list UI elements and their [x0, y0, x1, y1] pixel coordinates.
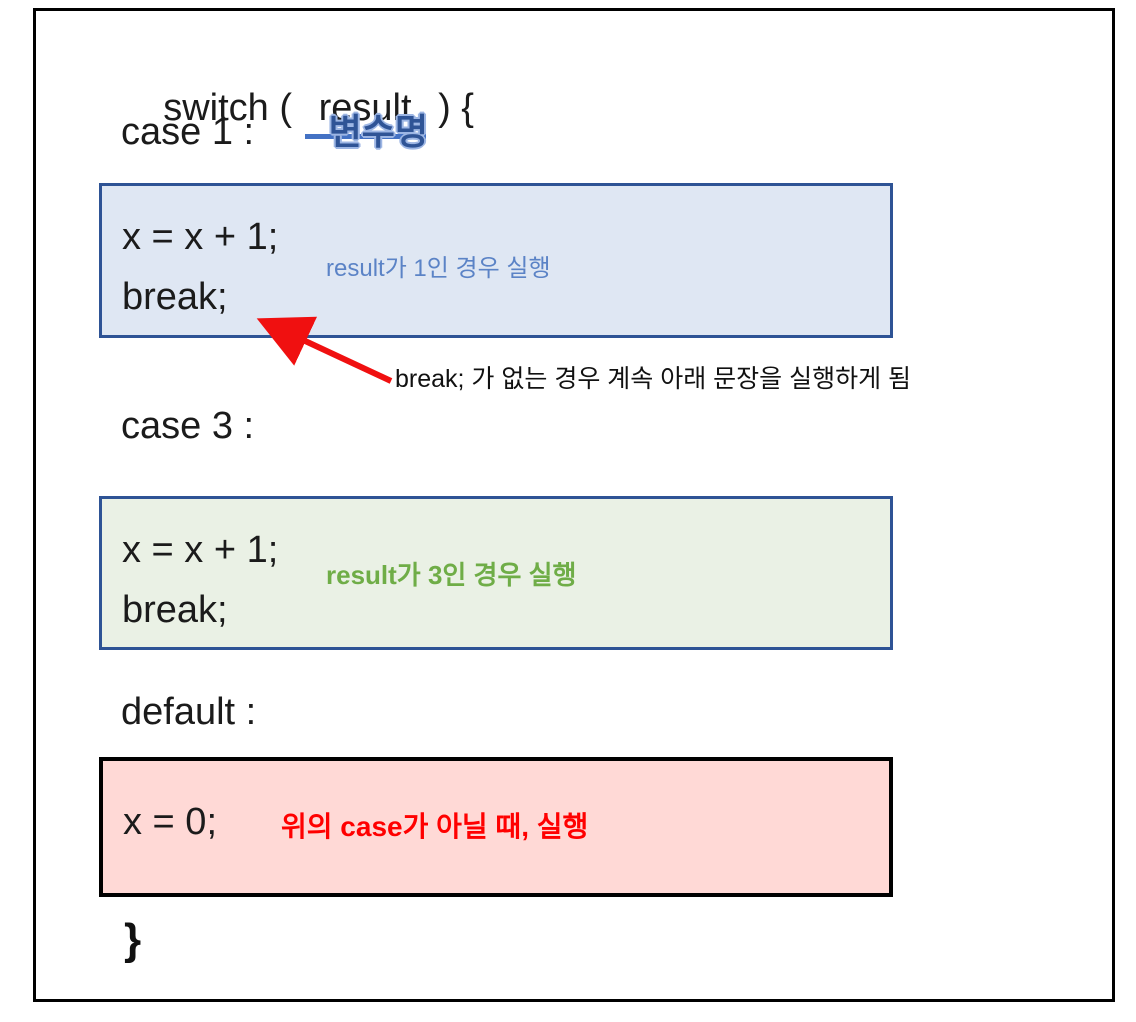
case3-code-box: x = x + 1; break; result가 3인 경우 실행 — [99, 496, 893, 650]
default-label: default : — [121, 691, 257, 733]
break-note: break; 가 없는 경우 계속 아래 문장을 실행하게 됨 — [395, 365, 912, 393]
case3-label: case 3 : — [121, 405, 255, 447]
default-note: 위의 case가 아닐 때, 실행 — [281, 811, 589, 842]
switch-variable-underlined: result — [304, 86, 426, 139]
case1-code-line2: break; — [122, 276, 228, 318]
case1-label: case 1 : — [121, 111, 265, 153]
case3-code-line1: x = x + 1; — [122, 529, 279, 571]
closing-brace: } — [124, 915, 142, 964]
case1-code-line1: x = x + 1; — [122, 216, 279, 258]
slide-frame: switch ( result ) { case 1 : 변수명 x = x +… — [33, 8, 1115, 1002]
switch-statement-line: switch ( result ) { — [121, 43, 474, 174]
switch-prefix: switch ( — [163, 86, 303, 129]
case1-line: case 1 : 변수명 — [121, 103, 428, 155]
break-arrow-icon — [256, 316, 393, 384]
default-code-box: x = 0; 위의 case가 아닐 때, 실행 — [99, 757, 893, 897]
case3-note: result가 3인 경우 실행 — [326, 560, 577, 590]
default-code-line1: x = 0; — [123, 801, 217, 843]
case1-note: result가 1인 경우 실행 — [326, 255, 551, 282]
case1-variable-annotation: 변수명 — [328, 111, 429, 152]
case1-code-box: x = x + 1; break; result가 1인 경우 실행 — [99, 183, 893, 338]
case3-code-line2: break; — [122, 589, 228, 631]
switch-suffix: ) { — [427, 86, 474, 129]
